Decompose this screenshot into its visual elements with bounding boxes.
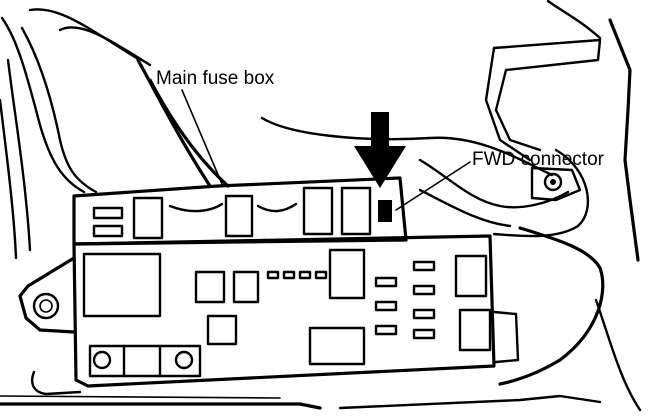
main-fuse-box xyxy=(18,176,520,388)
pointer-arrow xyxy=(354,112,406,188)
label-main-fuse-box: Main fuse box xyxy=(156,68,275,89)
leader-lines xyxy=(181,89,471,211)
vehicle-body-outline xyxy=(0,0,642,412)
label-fwd-connector: FWD connector xyxy=(472,149,605,170)
leader-line-fwd-connector xyxy=(395,161,471,211)
leader-line-main-fuse-box xyxy=(181,89,223,185)
